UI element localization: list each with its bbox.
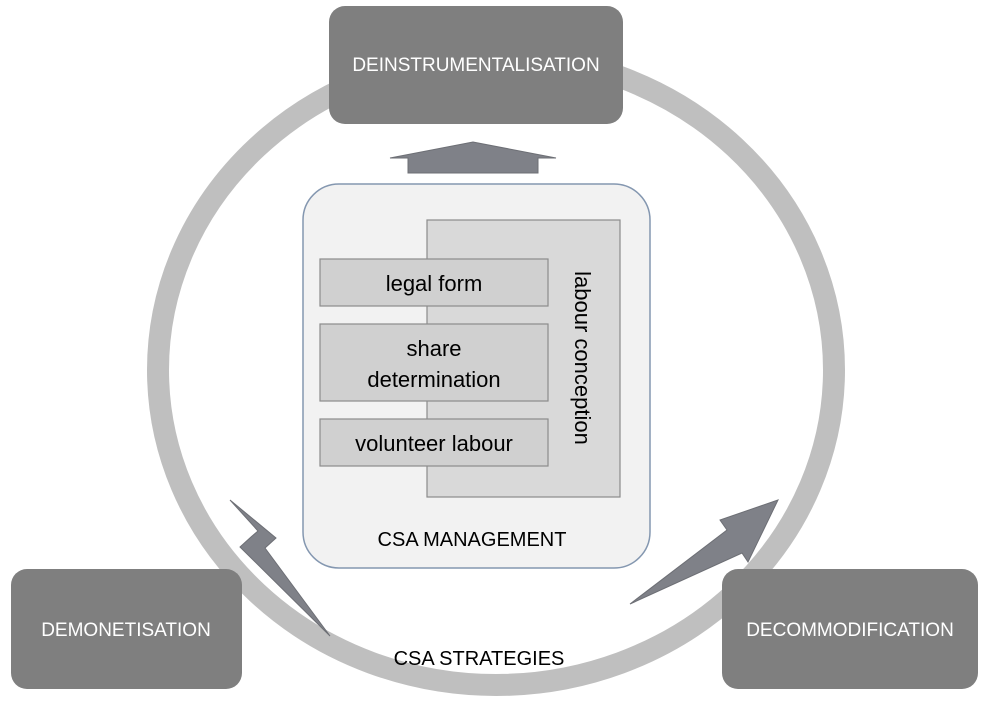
- arrow-up-to-deinstrumentalisation: [389, 141, 557, 174]
- strategy-decommodification-label: DECOMMODIFICATION: [746, 620, 954, 641]
- volunteer-labour-box: [319, 418, 549, 467]
- arrow-to-demonetisation: [229, 499, 331, 637]
- csa-management-panel: labour conception legal form share deter…: [302, 183, 651, 569]
- arrow-to-decommodification: [629, 499, 779, 605]
- csa-management-caption: CSA MANAGEMENT: [378, 529, 567, 551]
- volunteer-labour-label: volunteer labour: [355, 431, 513, 456]
- strategy-decommodification: DECOMMODIFICATION: [722, 569, 978, 689]
- legal-form-box: [319, 258, 549, 307]
- share-determination-label-line-2: determination: [367, 367, 500, 392]
- strategy-deinstrumentalisation-label: DEINSTRUMENTALISATION: [352, 55, 599, 76]
- csa-strategies-caption: CSA STRATEGIES: [394, 648, 565, 670]
- strategy-deinstrumentalisation: DEINSTRUMENTALISATION: [329, 6, 623, 124]
- legal-form-label: legal form: [386, 271, 483, 296]
- share-determination-label-line-1: share: [406, 336, 461, 361]
- labour-conception-label: labour conception: [570, 271, 595, 445]
- strategy-demonetisation: DEMONETISATION: [11, 569, 242, 689]
- strategy-demonetisation-label: DEMONETISATION: [41, 620, 211, 641]
- share-determination-box: [319, 323, 549, 402]
